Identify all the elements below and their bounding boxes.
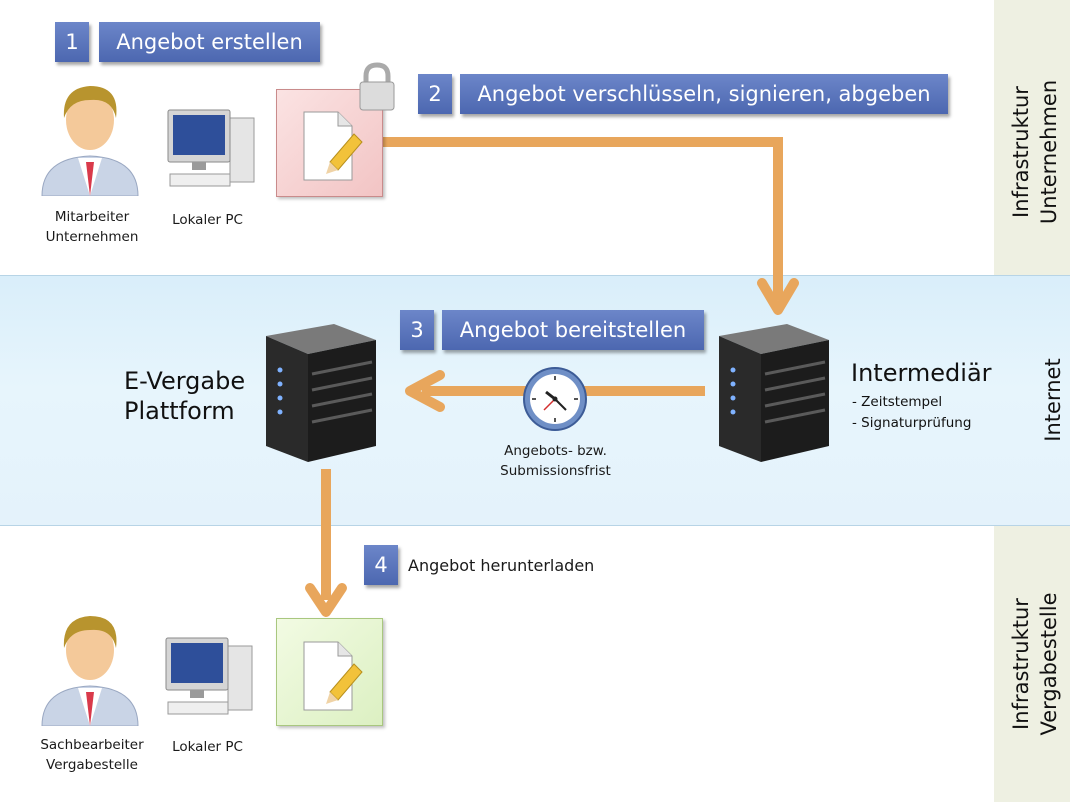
arrowhead-provide [405, 370, 445, 412]
document-pencil-icon [303, 111, 363, 181]
lock-icon [359, 62, 395, 111]
platform-title: E-Vergabe Plattform [124, 367, 246, 425]
step-2-number: 2 [418, 74, 452, 114]
clock-icon [523, 367, 587, 431]
zone-infrastruktur-unternehmen [994, 0, 1070, 275]
arrow-submit [382, 137, 783, 300]
zone-infrastruktur-vergabestelle [994, 524, 1070, 802]
step-4-label: Angebot herunterladen [408, 556, 595, 575]
clerk-person-icon [41, 616, 139, 726]
intermediary-feature-signaturpruefung: - Signaturprüfung [852, 415, 972, 431]
e-vergabe-server-icon [266, 324, 376, 462]
intermediary-title: Intermediär [851, 359, 992, 387]
step-3-number: 3 [400, 310, 434, 350]
arrowhead-submit [757, 278, 799, 315]
local-pc-icon [167, 109, 255, 187]
step-4-number: 4 [364, 545, 398, 585]
intermediary-feature-zeitstempel: - Zeitstempel [852, 394, 943, 410]
document-pencil-icon [303, 641, 363, 711]
local-pc-icon [165, 637, 253, 715]
employee-caption: Mitarbeiter Unternehmen [45, 209, 139, 245]
arrowhead-download [305, 583, 347, 617]
step-1-label: Angebot erstellen [99, 22, 320, 62]
step-2-label: Angebot verschlüsseln, signieren, abgebe… [460, 74, 948, 114]
step-1-number: 1 [55, 22, 89, 62]
clerk-caption: Sachbearbeiter Vergabestelle [40, 737, 144, 773]
local-pc-caption-bottom: Lokaler PC [172, 739, 243, 755]
step-3-label: Angebot bereitstellen [442, 310, 704, 350]
employee-person-icon [41, 86, 139, 196]
clock-caption: Angebots- bzw. Submissionsfrist [500, 443, 611, 479]
intermediary-server-icon [719, 324, 829, 462]
local-pc-caption-top: Lokaler PC [172, 212, 243, 228]
